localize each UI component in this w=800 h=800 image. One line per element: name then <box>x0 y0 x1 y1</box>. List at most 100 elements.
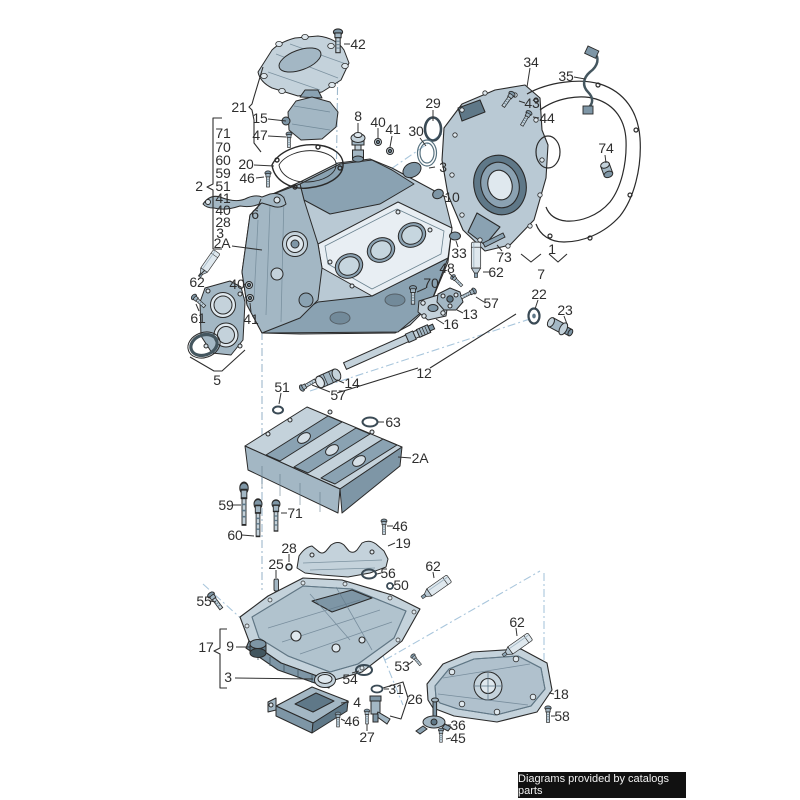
sealant-tube-pump <box>470 241 482 278</box>
callout-40-top: 40 <box>370 114 386 130</box>
o-ring-51 <box>272 405 284 415</box>
callout-6: 6 <box>251 206 259 222</box>
callout-19: 19 <box>395 535 411 551</box>
callout-34: 34 <box>523 54 539 70</box>
column-item-40: 40 <box>215 202 231 218</box>
callout-53: 53 <box>394 658 410 674</box>
callout-2: 2 <box>195 178 203 194</box>
engine-block-upper <box>241 158 453 335</box>
column-item-41: 41 <box>215 190 231 206</box>
callout-12: 12 <box>416 365 432 381</box>
oil-valve-26 <box>369 695 391 725</box>
callout-21: 21 <box>231 99 247 115</box>
callout-70: 70 <box>423 275 439 291</box>
callout-35: 35 <box>558 68 574 84</box>
callout-57-shaft: 57 <box>330 387 346 403</box>
callout-50: 50 <box>393 577 409 593</box>
upper-oil-pan <box>239 577 421 689</box>
pin-73 <box>482 232 506 248</box>
callout-46-baffle: 46 <box>392 518 408 534</box>
callout-18: 18 <box>553 686 569 702</box>
callout-47: 47 <box>252 127 268 143</box>
baffle-plate-19 <box>296 540 389 578</box>
callout-2A-lower: 2A <box>411 450 429 466</box>
callout-41-flange: 41 <box>243 311 259 327</box>
bolt-59 <box>238 481 250 526</box>
callout-10: 10 <box>444 189 460 205</box>
callout-14: 14 <box>344 375 360 391</box>
callout-46-tray: 46 <box>344 713 360 729</box>
column-item-2A: 2A <box>213 235 231 251</box>
callout-42: 42 <box>350 36 366 52</box>
callout-22: 22 <box>531 286 547 302</box>
shaft-coupling-14 <box>315 368 342 389</box>
callout-43: 43 <box>524 95 540 111</box>
callout-23: 23 <box>557 302 573 318</box>
cylinder-bores <box>334 222 427 279</box>
o-ring-63 <box>361 416 379 428</box>
callout-9: 9 <box>226 638 234 654</box>
washer-28 <box>285 563 293 571</box>
o-ring-50 <box>386 582 394 590</box>
column-item-60: 60 <box>215 152 231 168</box>
column-item-28: 28 <box>215 214 231 230</box>
cap-3-seal <box>402 161 422 179</box>
callout-55: 55 <box>196 593 212 609</box>
callout-8: 8 <box>354 108 362 124</box>
o-ring-56 <box>361 568 377 580</box>
oil-jet <box>350 132 366 163</box>
callout-51-shaft: 51 <box>274 379 290 395</box>
callout-5: 5 <box>213 372 221 388</box>
bolt-45 <box>437 727 445 743</box>
oil-separator <box>281 89 339 141</box>
callout-4: 4 <box>353 694 361 710</box>
oil-level-sensor <box>415 697 452 735</box>
callout-57-pump: 57 <box>483 295 499 311</box>
callout-17: 17 <box>198 639 214 655</box>
provider-badge-text: Diagrams provided by catalogs parts <box>518 773 670 797</box>
callout-48: 48 <box>439 260 455 276</box>
callout-1: 1 <box>548 241 556 257</box>
bolt-46-baffle <box>380 518 388 535</box>
callout-63: 63 <box>385 414 401 430</box>
timing-cover-plate <box>441 84 561 252</box>
crankshaft-seal-5 <box>187 331 221 359</box>
leader-lines <box>195 43 607 740</box>
o-ring-54 <box>355 664 373 676</box>
callout-44: 44 <box>539 110 555 126</box>
bolt-27 <box>363 708 371 725</box>
callout-7: 7 <box>537 266 545 282</box>
column-item-71: 71 <box>215 125 231 141</box>
washer-22 <box>527 307 541 325</box>
nut-41-flange <box>246 294 254 302</box>
bolt-53 <box>409 652 423 667</box>
callout-61: 61 <box>190 310 206 326</box>
callout-62-pump: 62 <box>488 264 504 280</box>
callout-3-pan: 3 <box>224 669 232 685</box>
plug-74 <box>600 161 614 179</box>
nut-41-top <box>386 147 394 155</box>
callout-13: 13 <box>462 306 478 322</box>
callout-27: 27 <box>359 729 375 745</box>
callout-29: 29 <box>425 95 441 111</box>
callout-41-top: 41 <box>385 121 401 137</box>
cap-10 <box>432 188 444 200</box>
windage-tray <box>267 686 349 734</box>
support-bracket <box>202 193 287 210</box>
drive-shaft <box>342 323 436 370</box>
callout-62-baffle: 62 <box>425 558 441 574</box>
bolt-46-tray <box>334 711 342 728</box>
callout-16: 16 <box>443 316 459 332</box>
callout-20: 20 <box>238 156 254 172</box>
callout-31: 31 <box>388 681 404 697</box>
cap-3-pan <box>314 672 336 688</box>
callout-28-baffle: 28 <box>281 540 297 556</box>
callout-74: 74 <box>598 140 614 156</box>
column-item-70: 70 <box>215 139 231 155</box>
column-item-59: 59 <box>215 165 231 181</box>
pin-25 <box>273 578 279 592</box>
callout-60: 60 <box>227 527 243 543</box>
pump-flange-13 <box>436 287 464 311</box>
